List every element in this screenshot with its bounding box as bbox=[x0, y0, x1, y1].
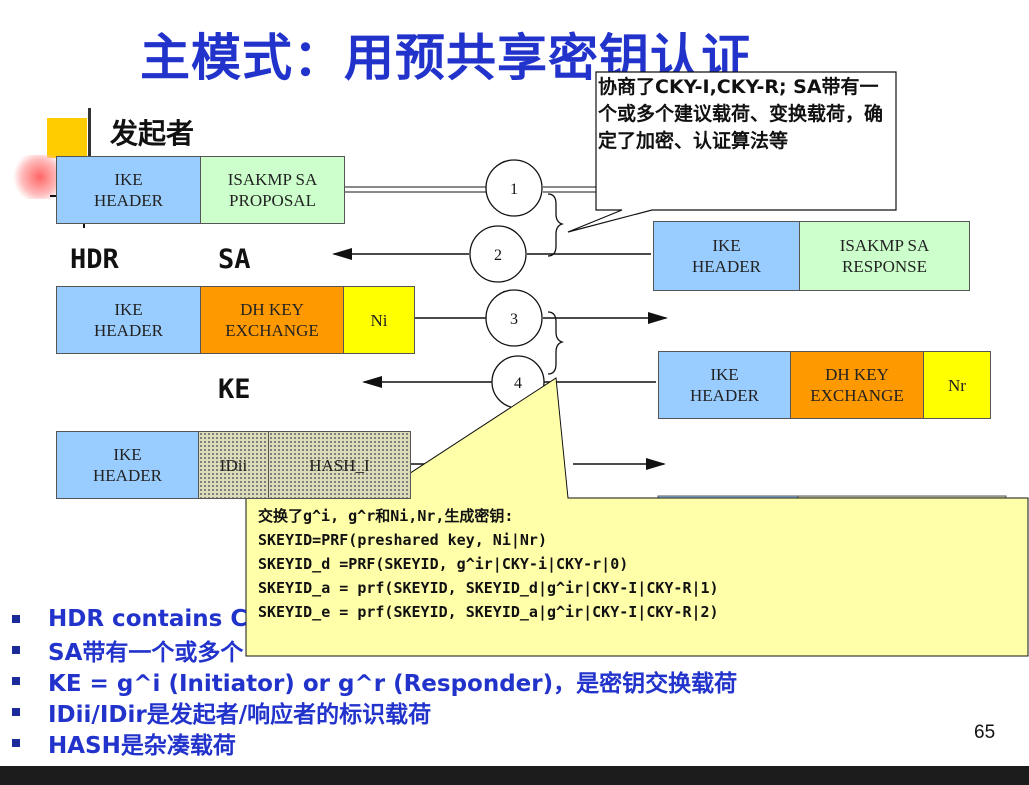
packet-3-dh-key-exchange: DH KEY EXCHANGE bbox=[201, 287, 344, 353]
bullet-item: KE = g^i (Initiator) or g^r (Responder)，… bbox=[10, 665, 738, 697]
callout-1-shape bbox=[567, 71, 897, 233]
page-number: 65 bbox=[974, 722, 996, 743]
bullet-text-1: HDR contains C bbox=[48, 605, 248, 632]
packet-1-ike-header: IKE HEADER bbox=[57, 157, 201, 223]
packet-4-dh-key-exchange: DH KEY EXCHANGE bbox=[791, 352, 924, 418]
packet-2-sa-response: IKE HEADER ISAKMP SA RESPONSE bbox=[653, 221, 970, 291]
footer-bar bbox=[0, 766, 1029, 785]
label-ke: KE bbox=[218, 374, 251, 405]
initiator-heading: 发起者 bbox=[110, 117, 195, 150]
bullet-text-5: HASH是杂凑载荷 bbox=[48, 732, 236, 759]
packet-2-sa-response-payload: ISAKMP SA RESPONSE bbox=[800, 222, 969, 290]
packet-3-nonce-ni: Ni bbox=[344, 287, 414, 353]
brace-3-4 bbox=[547, 311, 565, 375]
callout-1-text: 协商了CKY-I,CKY-R; SA带有一个或多个建议载荷、变换载荷，确定了加密… bbox=[598, 76, 884, 152]
packet-4-nonce-nr: Nr bbox=[924, 352, 990, 418]
step-4-number: 4 bbox=[514, 375, 522, 392]
bullet-item: HASH是杂凑载荷 bbox=[10, 727, 737, 759]
bullet-item: IDii/IDir是发起者/响应者的标识载荷 bbox=[10, 696, 737, 728]
packet-4-key-exchange: IKE HEADER DH KEY EXCHANGE Nr bbox=[658, 351, 991, 419]
callout-2-line-3: SKEYID_d =PRF(SKEYID, g^ir|CKY-i|CKY-r|0… bbox=[258, 555, 629, 573]
bullet-marker bbox=[12, 614, 20, 623]
callout-2-line-2: SKEYID=PRF(preshared key, Ni|Nr) bbox=[258, 531, 547, 549]
decorative-red-glow bbox=[12, 155, 58, 199]
bullet-text-4: IDii/IDir是发起者/响应者的标识载荷 bbox=[48, 701, 432, 728]
packet-3-ike-header: IKE HEADER bbox=[57, 287, 201, 353]
decorative-divider bbox=[88, 108, 91, 188]
step-1-number: 1 bbox=[510, 181, 518, 198]
bullet-marker bbox=[12, 707, 20, 716]
step-2-number: 2 bbox=[494, 247, 502, 264]
bullet-item: SA带有一个或多个 bbox=[10, 634, 737, 666]
callout-2-line-5: SKEYID_e = prf(SKEYID, SKEYID_a|g^ir|CKY… bbox=[258, 603, 719, 621]
packet-5-idii: IDii bbox=[199, 432, 269, 498]
packet-1-sa-proposal-payload: ISAKMP SA PROPOSAL bbox=[201, 157, 344, 223]
bullet-marker bbox=[12, 738, 20, 747]
label-sa: SA bbox=[218, 244, 251, 275]
step-1-circle bbox=[485, 159, 543, 217]
callout-2-text: 交换了g^i, g^r和Ni,Nr,生成密钥: SKEYID=PRF(presh… bbox=[258, 504, 1008, 624]
bullet-marker bbox=[12, 645, 20, 654]
bullet-marker bbox=[12, 676, 20, 685]
packet-5-hash-i: HASH_I bbox=[269, 432, 410, 498]
step-3-number: 3 bbox=[510, 311, 518, 328]
packet-5-identity-hash: IKE HEADER IDii HASH_I bbox=[56, 431, 411, 499]
bullet-item: HDR contains C bbox=[10, 603, 737, 634]
callout-2-line-1: 交换了g^i, g^r和Ni,Nr,生成密钥: bbox=[258, 507, 514, 525]
bullet-text-3: KE = g^i (Initiator) or g^r (Responder)，… bbox=[48, 670, 738, 697]
label-hdr: HDR bbox=[70, 244, 119, 275]
decorative-yellow-square bbox=[47, 118, 87, 158]
packet-4-ike-header: IKE HEADER bbox=[659, 352, 791, 418]
packet-5-ike-header: IKE HEADER bbox=[57, 432, 199, 498]
callout-2-line-4: SKEYID_a = prf(SKEYID, SKEYID_d|g^ir|CKY… bbox=[258, 579, 719, 597]
packet-1-sa-proposal: IKE HEADER ISAKMP SA PROPOSAL bbox=[56, 156, 345, 224]
bullet-list: HDR contains C SA带有一个或多个 KE = g^i (Initi… bbox=[10, 603, 738, 759]
step-2-circle bbox=[469, 225, 527, 283]
step-3-circle bbox=[485, 289, 543, 347]
brace-1-2 bbox=[547, 193, 565, 257]
packet-2-ike-header: IKE HEADER bbox=[654, 222, 800, 290]
bullet-text-2: SA带有一个或多个 bbox=[48, 639, 244, 666]
packet-3-key-exchange: IKE HEADER DH KEY EXCHANGE Ni bbox=[56, 286, 415, 354]
